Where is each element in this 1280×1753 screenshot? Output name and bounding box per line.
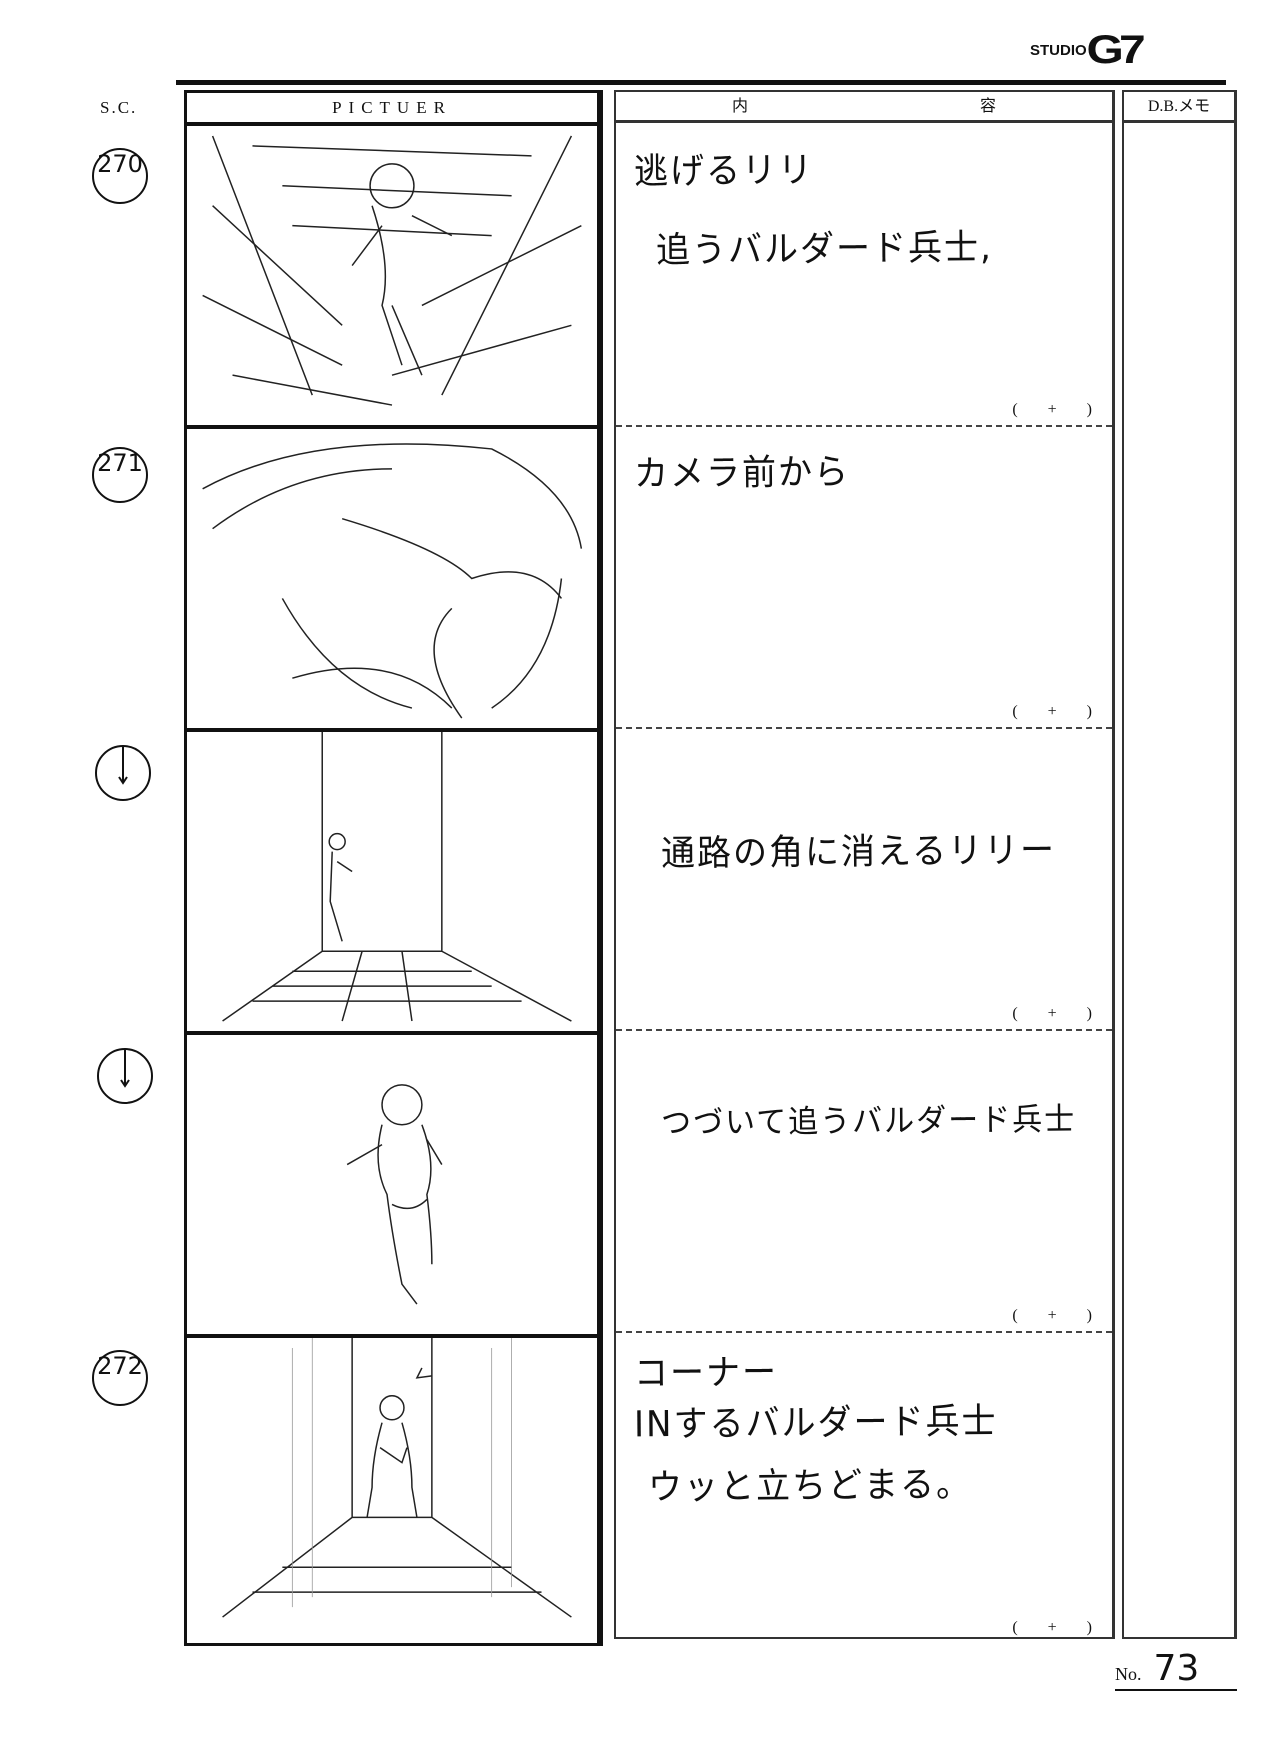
page-number-value: 73 xyxy=(1153,1648,1200,1689)
content-column: 内 容 逃げるリリ 追うバルダード兵士, ( + ) カメラ前から ( + ) … xyxy=(614,90,1115,1639)
sketch-girl-running xyxy=(202,135,582,406)
scene-continuation-mark xyxy=(95,737,151,801)
sc-column-label: S.C. xyxy=(100,98,138,117)
duration-field: ( + ) xyxy=(1012,1005,1092,1022)
scene-number-270: 270 xyxy=(92,148,148,204)
content-row-271: カメラ前から ( + ) xyxy=(616,427,1112,729)
panel-271 xyxy=(187,429,597,732)
content-row-corridor: 通路の角に消えるリリー ( + ) xyxy=(616,729,1112,1031)
action-text: 追うバルダード兵士, xyxy=(655,226,994,272)
panel-soldier-back xyxy=(187,1035,597,1338)
duration-field: ( + ) xyxy=(1012,401,1092,418)
top-rule xyxy=(176,80,1226,85)
continuation-arrow-icon xyxy=(120,1040,130,1088)
scene-number-272: 272 xyxy=(92,1350,148,1406)
continuation-arrow-icon xyxy=(118,737,128,785)
content-row-272: コーナー INするバルダード兵士 ウッと立ちどまる。 ( + ) xyxy=(616,1333,1112,1643)
page-number-label: No. xyxy=(1115,1664,1142,1684)
picture-column: PICTUER xyxy=(184,90,603,1646)
sketch-corner-soldier xyxy=(222,1338,572,1618)
content-row-soldier: つづいて追うバルダード兵士 ( + ) xyxy=(616,1031,1112,1333)
action-text: コーナー xyxy=(633,1351,779,1395)
panel-272 xyxy=(187,1338,597,1637)
sketch-closeup-curves xyxy=(202,443,583,719)
scene-continuation-mark xyxy=(97,1040,153,1104)
scene-number-271: 271 xyxy=(92,447,148,503)
db-memo-column: D.B.メモ xyxy=(1122,90,1237,1639)
content-row-270: 逃げるリリ 追うバルダード兵士, ( + ) xyxy=(616,123,1112,427)
logo-studio-text: STUDIO xyxy=(1030,42,1087,59)
db-memo-header: D.B.メモ xyxy=(1124,92,1234,123)
picture-header: PICTUER xyxy=(187,93,597,126)
panel-270 xyxy=(187,126,597,429)
action-text: 通路の角に消えるリリー xyxy=(660,829,1057,875)
action-text: 逃げるリリ xyxy=(633,149,815,193)
action-text: カメラ前から xyxy=(633,451,851,496)
sketch-corridor-girl xyxy=(222,732,572,1022)
content-header-label-2: 容 xyxy=(979,96,996,115)
sketch-soldier-running xyxy=(346,1084,443,1305)
panel-corridor xyxy=(187,732,597,1035)
action-text: ウッと立ちどまる。 xyxy=(647,1463,973,1509)
content-header-label-1: 内 xyxy=(731,96,748,115)
content-header: 内 容 xyxy=(616,92,1112,123)
duration-field: ( + ) xyxy=(1012,1307,1092,1324)
action-text: INするバルダード兵士 xyxy=(633,1400,998,1446)
page-number: No. 73 xyxy=(1115,1648,1237,1691)
duration-field: ( + ) xyxy=(1012,1619,1092,1636)
studio-logo: STUDIO G7 xyxy=(1030,28,1145,73)
duration-field: ( + ) xyxy=(1012,703,1092,720)
action-text: つづいて追うバルダード兵士 xyxy=(660,1101,1077,1142)
logo-mark: G7 xyxy=(1086,28,1145,72)
